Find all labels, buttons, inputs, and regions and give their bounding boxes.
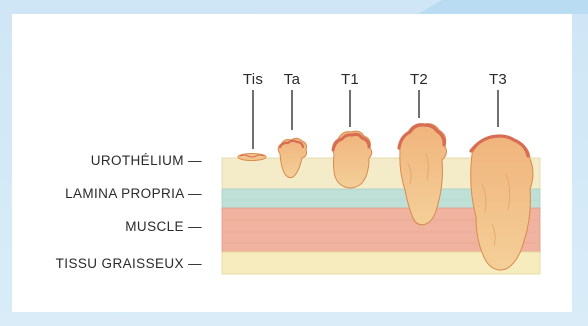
corner-accent bbox=[418, 0, 588, 14]
diagram-panel: Tis Ta T1 T2 T3 UROTHÉLIUM — LAMINA PROP… bbox=[12, 14, 572, 312]
layer-label-muscle: MUSCLE — bbox=[125, 219, 202, 234]
stage-label-tis: Tis bbox=[243, 71, 263, 88]
stage-label-ta: Ta bbox=[284, 71, 300, 88]
stage-label-t3: T3 bbox=[489, 71, 507, 88]
stage-label-t1: T1 bbox=[341, 71, 359, 88]
layer-label-lamina-propria: LAMINA PROPRIA — bbox=[65, 186, 202, 201]
layer-label-urothelium: UROTHÉLIUM — bbox=[91, 153, 202, 168]
tumor-tis bbox=[238, 154, 266, 161]
stage-label-t2: T2 bbox=[410, 71, 428, 88]
layer-label-fat-tissue: TISSU GRAISSEUX — bbox=[56, 256, 202, 271]
